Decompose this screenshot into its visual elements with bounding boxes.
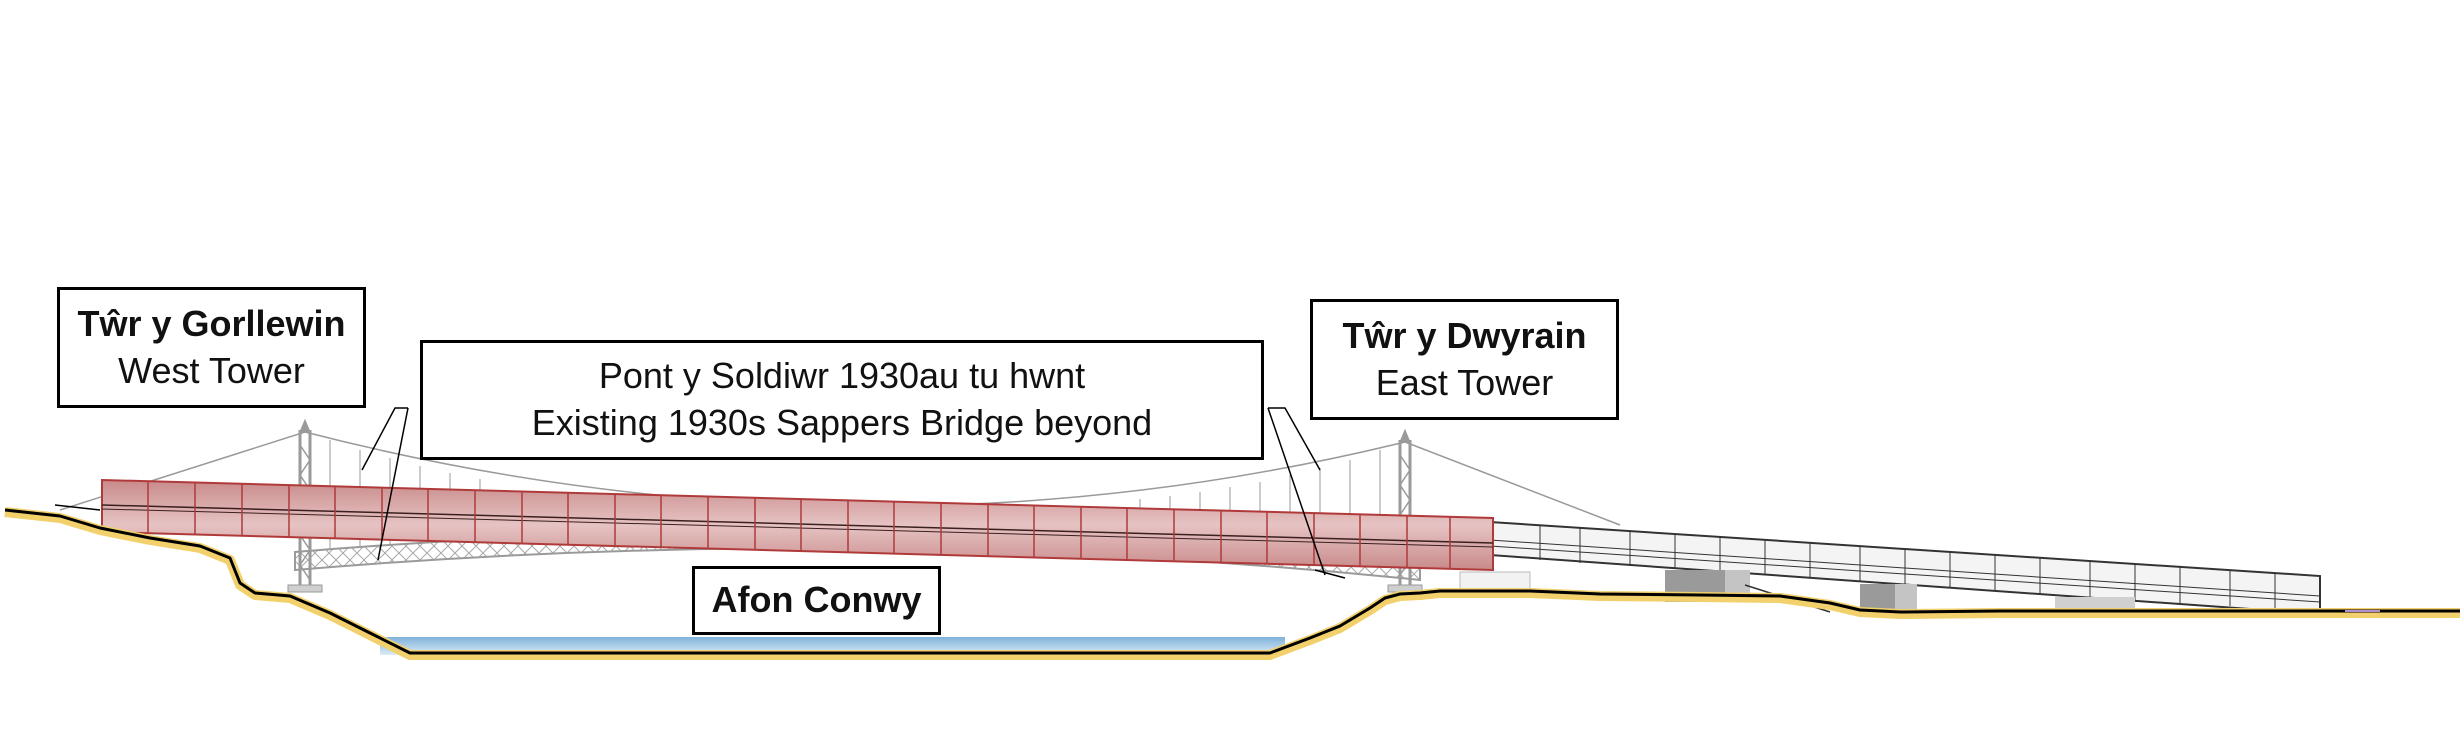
west-tower-english: West Tower	[118, 349, 305, 391]
sappers-bridge-english: Existing 1930s Sappers Bridge beyond	[531, 402, 1153, 443]
proposed-bridge-deck	[101, 478, 1494, 572]
east-tower-english: East Tower	[1375, 361, 1554, 403]
east-approach-ramp	[1489, 520, 2321, 616]
west-tower-label: Tŵr y Gorllewin West Tower	[57, 287, 366, 408]
west-tower-welsh: Tŵr y Gorllewin	[77, 302, 346, 344]
east-tower-welsh: Tŵr y Dwyrain	[1342, 314, 1587, 356]
east-tower-label: Tŵr y Dwyrain East Tower	[1310, 299, 1619, 420]
river-name: Afon Conwy	[711, 579, 922, 621]
ground-profile	[4, 507, 2460, 660]
leader-lines	[54, 407, 1346, 579]
sappers-bridge-label: Pont y Soldiwr 1930au tu hwnt Existing 1…	[420, 340, 1264, 460]
sappers-bridge-welsh: Pont y Soldiwr 1930au tu hwnt	[598, 355, 1086, 397]
river-label: Afon Conwy	[692, 566, 941, 635]
